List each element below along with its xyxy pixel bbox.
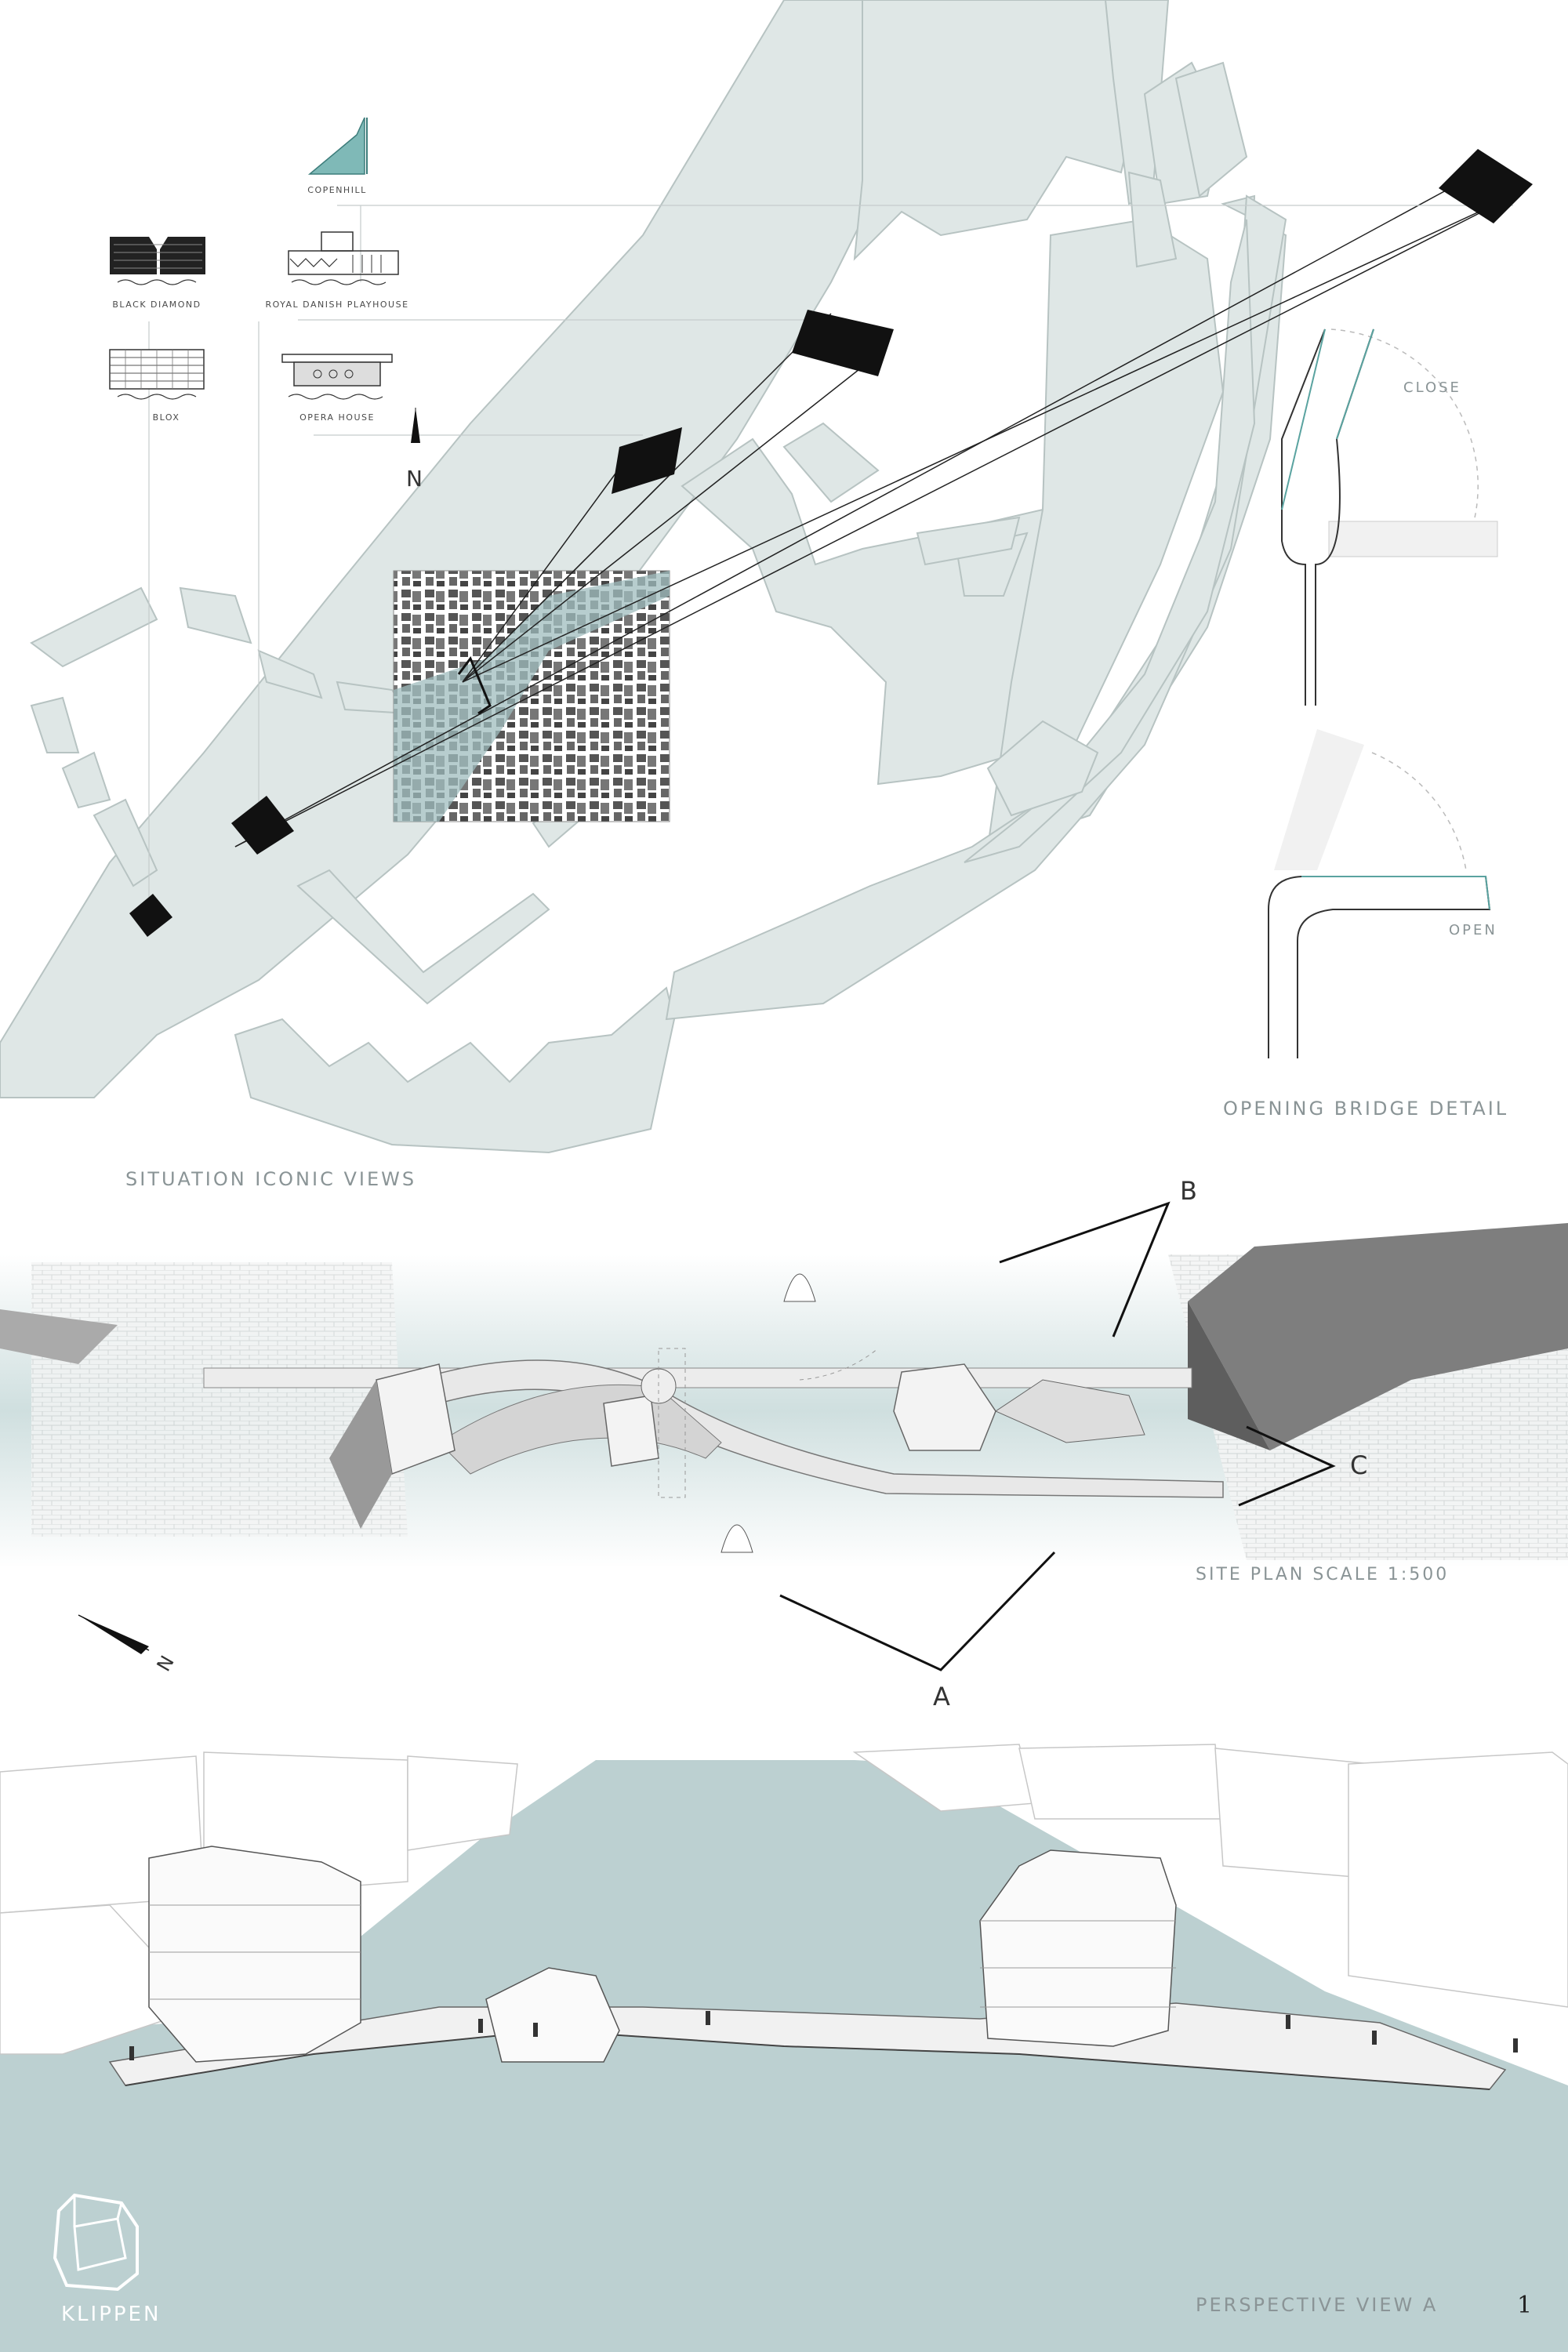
royal-danish-playhouse-icon <box>288 231 399 285</box>
east-building-roof <box>1188 1223 1568 1450</box>
north-pier-2 <box>1127 171 1178 268</box>
site-north-label: N <box>153 1652 179 1675</box>
people-figures <box>129 2011 1518 2060</box>
view-c-label: C <box>1350 1450 1367 1480</box>
bridge-railing <box>125 2029 1490 2090</box>
logo-text: KLIPPEN <box>61 2303 161 2326</box>
quay-west <box>31 1262 408 1537</box>
pavilion-right <box>979 1849 1177 2047</box>
pavilion-middle <box>485 1967 620 2063</box>
closed-deck-ghost <box>1328 521 1498 557</box>
landmark-legend: COPENHILL BLACK DIAMOND ROYAL DANISH PLA… <box>109 117 423 492</box>
black-diamond-label: BLACK DIAMOND <box>112 299 201 310</box>
project-marker <box>457 656 492 715</box>
open-span-ghost <box>658 1348 686 1498</box>
royal-danish-playhouse-label: ROYAL DANISH PLAYHOUSE <box>265 299 408 310</box>
view-c-marker <box>1238 1425 1336 1507</box>
bridge-detail-title: OPENING BRIDGE DETAIL <box>1223 1098 1508 1120</box>
site-plan: A B C SITE PLAN SCALE 1:500 N <box>0 1176 1568 1711</box>
situation-title: SITUATION ICONIC VIEWS <box>125 1168 416 1190</box>
view-b-label: B <box>1180 1176 1197 1206</box>
middle-jetty <box>916 516 1021 566</box>
west-building-shadow <box>0 1309 118 1364</box>
view-a-marker <box>779 1551 1056 1671</box>
open-label: OPEN <box>1449 922 1497 938</box>
open-deck-ghost <box>1274 729 1364 870</box>
opera-house-icon <box>281 354 393 400</box>
black-diamond-icon <box>110 237 205 285</box>
pavilion-left <box>148 1846 361 2063</box>
north-small-islet <box>1174 61 1248 198</box>
rock-pavilion-4 <box>994 1379 1145 1443</box>
sight-lines <box>234 164 1514 848</box>
opening-bridge-detail: CLOSE OPEN OPENING BRIDGE DETAIL <box>1223 328 1508 1120</box>
bastion-west-5 <box>30 696 80 753</box>
site-north-arrow-icon <box>78 1614 150 1654</box>
perspective-view <box>0 1744 1568 2352</box>
middle-islet <box>782 422 880 503</box>
closed-bridge-deck <box>1315 438 1341 706</box>
east-small-islet <box>986 720 1099 817</box>
situation-map <box>0 0 1533 1154</box>
landmark-blocks <box>129 149 1533 937</box>
bastion-west-7 <box>93 798 158 887</box>
copenhill-icon <box>307 117 368 175</box>
rock-pavilion-1-shadow <box>329 1380 392 1529</box>
open-bridge-deck <box>1268 876 1491 1058</box>
view-a-label: A <box>933 1682 950 1711</box>
boat-1 <box>783 1273 816 1302</box>
copenhill-label: COPENHILL <box>307 185 366 195</box>
bastion-west-2 <box>179 586 252 644</box>
bastion-west-1 <box>30 586 158 668</box>
east-bank-strip <box>964 219 1256 863</box>
boat-2 <box>720 1524 753 1553</box>
east-land-1 <box>986 218 1225 848</box>
perspective-title: PERSPECTIVE VIEW A <box>1196 2294 1438 2316</box>
bastion-west-6 <box>61 751 111 809</box>
rock-pavilion-1 <box>376 1363 456 1475</box>
blox-label: BLOX <box>153 412 180 423</box>
open-swing-arc <box>1371 752 1467 871</box>
bastion-west-3 <box>257 649 323 699</box>
rock-pavilion-3 <box>893 1363 996 1451</box>
closed-swing-arc <box>1330 328 1479 522</box>
rock-pavilion-2 <box>603 1395 659 1467</box>
north-arrow-icon <box>411 408 420 443</box>
north-label: N <box>406 466 423 492</box>
swing-arc <box>799 1348 879 1381</box>
reference-lines <box>148 205 1513 902</box>
south-island-2 <box>234 986 676 1154</box>
opera-house-label: OPERA HOUSE <box>299 412 375 423</box>
view-b-marker <box>999 1201 1171 1338</box>
south-island-1 <box>296 869 550 1005</box>
inset-water-overlay <box>394 571 670 822</box>
close-label: CLOSE <box>1403 379 1461 396</box>
klippen-logo-icon <box>53 2193 139 2292</box>
page-number: 1 <box>1517 2292 1532 2319</box>
blox-icon <box>109 349 205 400</box>
middle-island <box>681 437 1044 786</box>
right-buildings <box>852 1744 1568 2008</box>
site-plan-title: SITE PLAN SCALE 1:500 <box>1196 1565 1449 1584</box>
